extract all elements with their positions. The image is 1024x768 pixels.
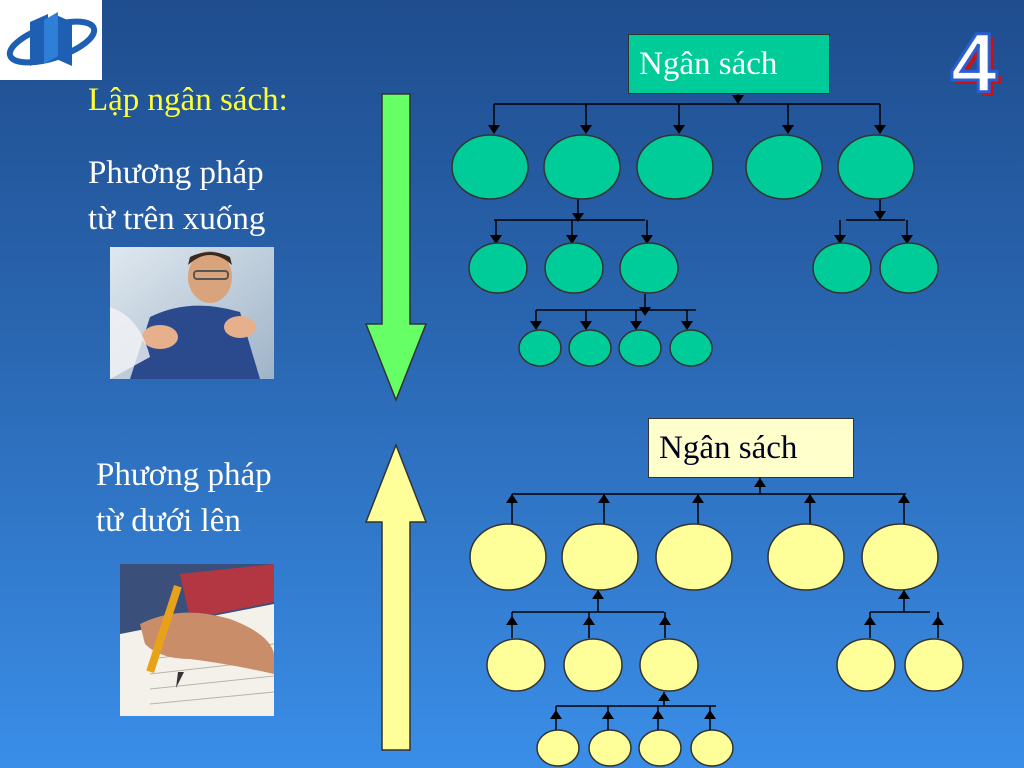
top-down-label-line2: từ trên xuống bbox=[88, 201, 266, 237]
budget-node-level3 bbox=[690, 729, 734, 767]
arrowhead bbox=[580, 125, 592, 134]
arrowhead bbox=[732, 95, 744, 104]
budget-node-level1 bbox=[767, 523, 845, 591]
arrowhead bbox=[782, 125, 794, 134]
budget-node-level2 bbox=[879, 242, 939, 294]
budget-node-level3 bbox=[568, 329, 612, 367]
arrowhead bbox=[630, 321, 642, 330]
arrowhead bbox=[652, 710, 664, 719]
budget-node-level2 bbox=[904, 638, 964, 692]
logo bbox=[0, 0, 102, 80]
top-down-root-box: Ngân sách bbox=[628, 34, 830, 94]
budget-node-level3 bbox=[588, 729, 632, 767]
arrowhead bbox=[692, 494, 704, 503]
budget-node-level1 bbox=[561, 523, 639, 591]
arrowhead bbox=[490, 235, 502, 244]
bottom-up-label: Phương pháp từ dưới lên bbox=[96, 452, 336, 544]
slide-title: Lập ngân sách: bbox=[88, 82, 288, 118]
arrowhead bbox=[641, 235, 653, 244]
arrowhead bbox=[583, 616, 595, 625]
arrowhead bbox=[704, 710, 716, 719]
arrowhead bbox=[804, 494, 816, 503]
arrowhead bbox=[530, 321, 542, 330]
arrowhead bbox=[864, 616, 876, 625]
budget-node-level1 bbox=[543, 134, 621, 200]
arrowhead bbox=[506, 494, 518, 503]
budget-node-level3 bbox=[638, 729, 682, 767]
budget-node-level2 bbox=[812, 242, 872, 294]
budget-node-level3 bbox=[536, 729, 580, 767]
arrowhead bbox=[658, 692, 670, 701]
arrowhead bbox=[932, 616, 944, 625]
arrowhead bbox=[566, 235, 578, 244]
businessman-photo bbox=[110, 247, 274, 379]
top-down-root-label: Ngân sách bbox=[639, 45, 778, 82]
arrowhead bbox=[754, 478, 766, 487]
bottom-up-root-label: Ngân sách bbox=[659, 429, 798, 466]
budget-node-level1 bbox=[655, 523, 733, 591]
arrowhead bbox=[580, 321, 592, 330]
budget-node-level2 bbox=[836, 638, 896, 692]
arrowhead bbox=[898, 494, 910, 503]
arrowhead bbox=[506, 616, 518, 625]
arrowhead bbox=[488, 125, 500, 134]
budget-node-level3 bbox=[618, 329, 662, 367]
budget-node-level3 bbox=[518, 329, 562, 367]
arrowhead bbox=[592, 590, 604, 599]
arrowhead bbox=[572, 213, 584, 222]
bottom-up-label-line1: Phương pháp bbox=[96, 457, 272, 493]
top-down-label: Phương pháp từ trên xuống bbox=[88, 150, 328, 242]
writing-hand-photo bbox=[120, 564, 274, 716]
budget-node-level1 bbox=[636, 134, 714, 200]
arrowhead bbox=[874, 211, 886, 220]
budget-node-level2 bbox=[544, 242, 604, 294]
budget-node-level2 bbox=[468, 242, 528, 294]
budget-node-level2 bbox=[563, 638, 623, 692]
bottom-up-root-box: Ngân sách bbox=[648, 418, 854, 478]
budget-node-level1 bbox=[451, 134, 529, 200]
arrowhead bbox=[598, 494, 610, 503]
arrowhead bbox=[898, 590, 910, 599]
budget-node-level2 bbox=[639, 638, 699, 692]
arrowhead bbox=[602, 710, 614, 719]
svg-text:4: 4 bbox=[955, 22, 1002, 112]
budget-node-level2 bbox=[619, 242, 679, 294]
arrowhead bbox=[834, 235, 846, 244]
budget-node-level3 bbox=[669, 329, 713, 367]
arrowhead bbox=[550, 710, 562, 719]
down-arrow-icon bbox=[364, 93, 428, 403]
arrowhead bbox=[874, 125, 886, 134]
budget-node-level1 bbox=[469, 523, 547, 591]
up-arrow-icon bbox=[364, 442, 428, 751]
bottom-up-label-line2: từ dưới lên bbox=[96, 503, 241, 539]
svg-text:4: 4 bbox=[951, 22, 998, 110]
arrowhead bbox=[673, 125, 685, 134]
top-down-label-line1: Phương pháp bbox=[88, 155, 264, 191]
arrowhead bbox=[681, 321, 693, 330]
arrowhead bbox=[659, 616, 671, 625]
budget-node-level1 bbox=[745, 134, 823, 200]
budget-node-level1 bbox=[837, 134, 915, 200]
budget-node-level2 bbox=[486, 638, 546, 692]
slide-number: 4 4 bbox=[949, 22, 1002, 112]
book-logo-icon bbox=[6, 12, 98, 66]
arrowhead bbox=[901, 235, 913, 244]
budget-node-level1 bbox=[861, 523, 939, 591]
